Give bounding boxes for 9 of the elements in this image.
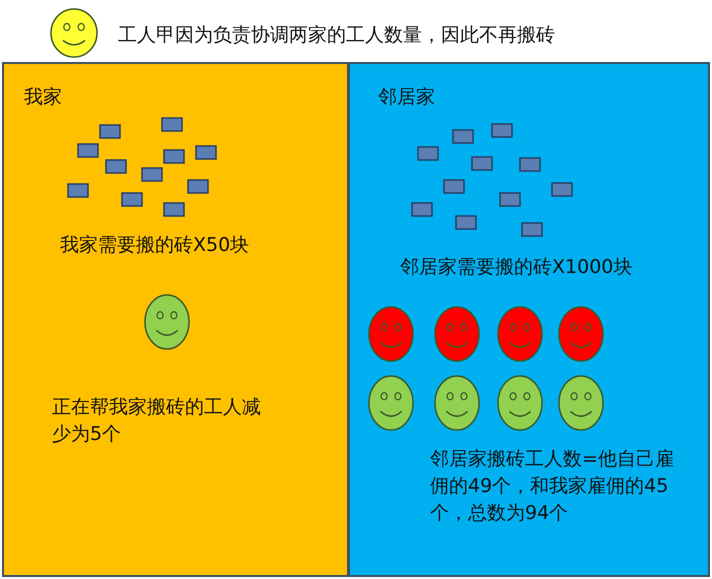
panel-title: 我家 <box>24 85 62 110</box>
note-text: 正在帮我家搬砖的工人减少为5个 <box>52 394 277 448</box>
house-panel <box>348 62 710 577</box>
panel-title: 邻居家 <box>378 85 435 110</box>
house-panel <box>2 62 349 577</box>
note-text: 邻居家需要搬的砖X1000块 <box>400 254 700 281</box>
caption-text: 工人甲因为负责协调两家的工人数量，因此不再搬砖 <box>118 23 555 48</box>
note-text: 我家需要搬的砖X50块 <box>60 232 320 259</box>
note-text: 邻居家搬砖工人数=他自己雇佣的49个，和我家雇佣的45个，总数为94个 <box>430 446 680 527</box>
